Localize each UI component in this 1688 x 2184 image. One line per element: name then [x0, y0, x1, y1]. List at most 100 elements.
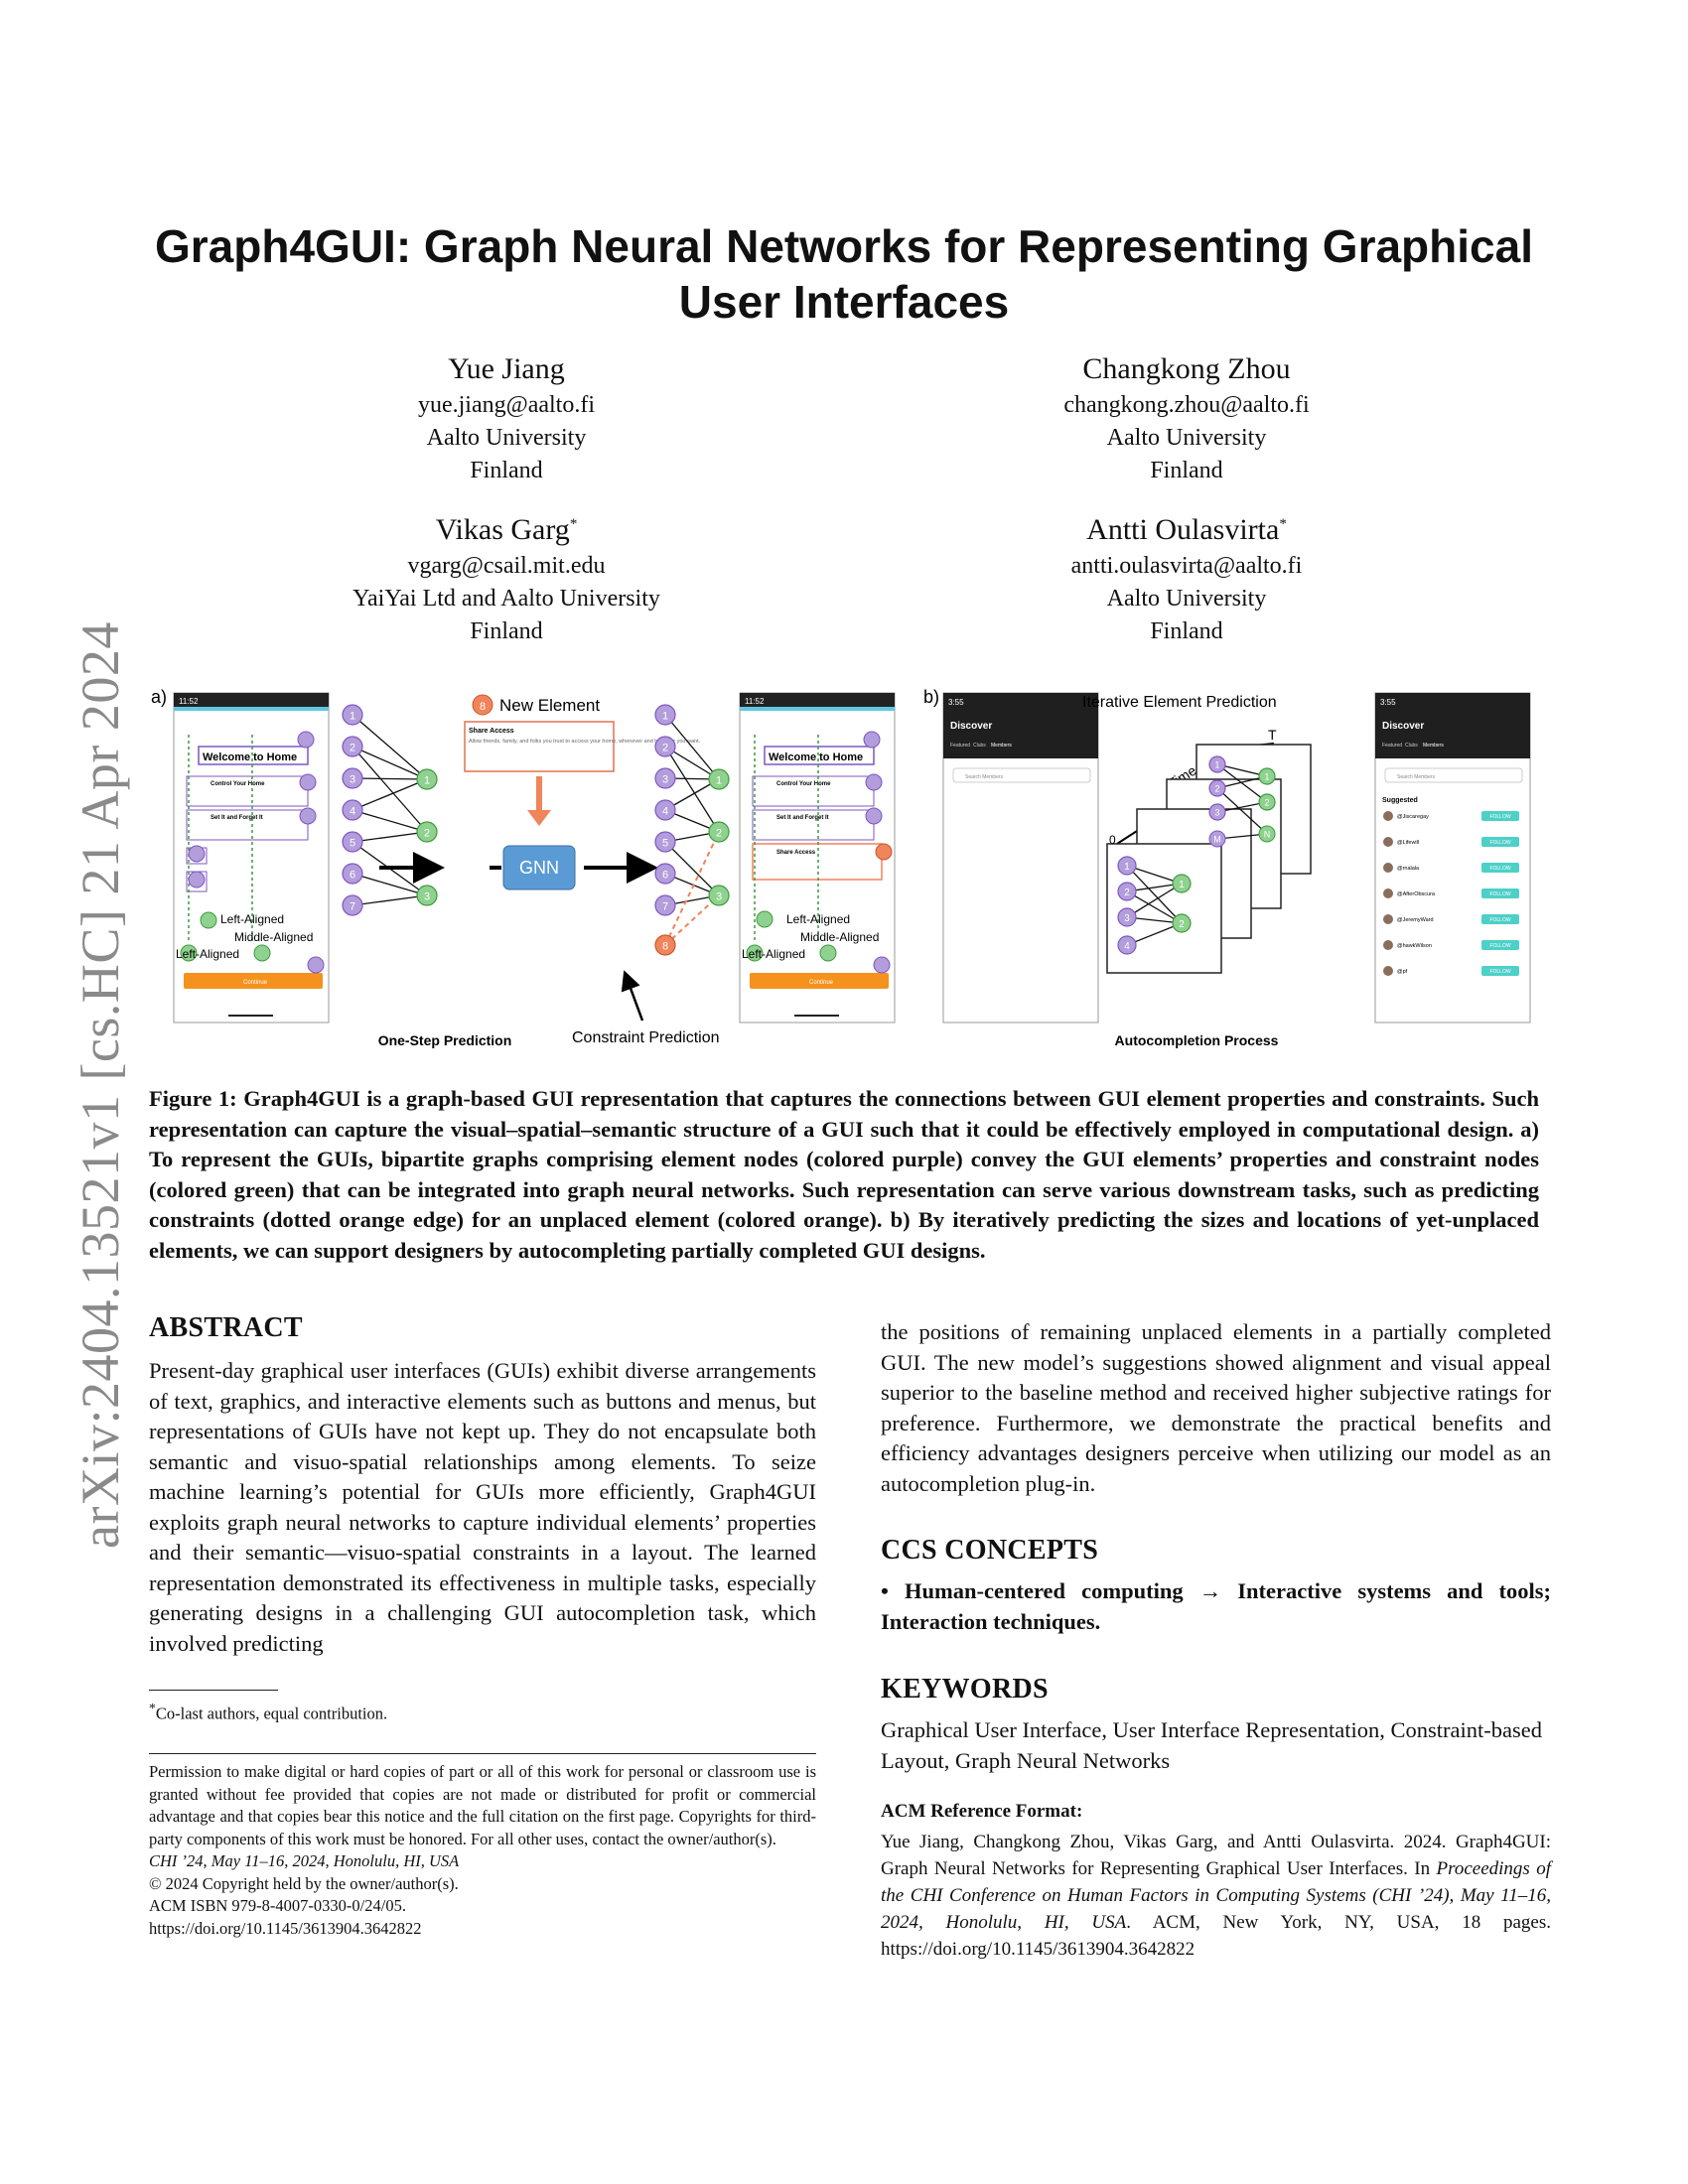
user-name: @Jiscaregay	[1397, 814, 1429, 820]
author-email: changkong.zhou@aalto.fi	[1063, 392, 1310, 418]
screen-title: Welcome to Home	[203, 751, 297, 763]
keywords-text: Graphical User Interface, User Interface…	[881, 1717, 1542, 1773]
ref-plain-1: Yue Jiang, Changkong Zhou, Vikas Garg, a…	[881, 1832, 1551, 1879]
item-1-label: Control Your Home	[211, 781, 265, 787]
constraint-node	[708, 885, 730, 906]
constraint-node	[708, 768, 730, 790]
tab-featured: Featured	[950, 743, 970, 749]
element-node	[654, 736, 676, 757]
status-time: 11:52	[745, 697, 765, 706]
keywords-heading: KEYWORDS	[881, 1674, 1049, 1705]
follow-label: FOLLOW	[1489, 943, 1510, 949]
author-email: yue.jiang@aalto.fi	[417, 392, 596, 418]
abstract-text-right: the positions of remaining unplaced elem…	[881, 1319, 1551, 1496]
status-time-b: 3:55	[948, 698, 964, 707]
graph-edge	[1126, 922, 1183, 946]
title-line-2: User Interfaces	[678, 276, 1010, 328]
user-name: @pf	[1397, 969, 1408, 975]
continue-button-label: Continue	[243, 980, 268, 986]
tab-featured: Featured	[1382, 743, 1402, 749]
figure-1: a) 11:52 Welcome to Home Control Your Ho…	[151, 687, 1531, 1048]
element-node	[1208, 803, 1226, 821]
phone-screen-b-left: 3:55 Discover Featured Clubs Members Sea…	[942, 692, 1099, 1024]
avatar	[1383, 940, 1393, 950]
constraint-arrow	[621, 970, 644, 1022]
element-node	[654, 704, 676, 726]
node-label: 1	[1265, 772, 1270, 782]
follow-label: FOLLOW	[1489, 969, 1510, 975]
left-aligned-label-4: Left-Aligned	[742, 947, 805, 961]
node-label: 2	[716, 828, 722, 840]
item-2-label: Set It and Forget It	[211, 815, 263, 821]
search-input: Search Members	[965, 774, 1004, 780]
graph-edge	[1216, 787, 1268, 835]
follow-label: FOLLOW	[1489, 866, 1510, 872]
ref-heading: ACM Reference Format:	[881, 1801, 1083, 1822]
tab-clubs: Clubs	[1405, 743, 1418, 749]
element-node	[342, 863, 363, 885]
node-label: 6	[350, 870, 355, 882]
node-label: 8	[662, 941, 668, 953]
author-country: Finland	[1150, 618, 1223, 644]
discover-title: Discover	[950, 721, 992, 732]
node-label: 3	[350, 774, 355, 786]
author-block: Vikas Garg* vgarg@csail.mit.edu YaiYai L…	[268, 504, 745, 648]
new-element-label: New Element	[499, 696, 600, 715]
author-name: Vikas Garg	[435, 513, 570, 546]
follow-button	[1481, 914, 1519, 924]
element-node	[1117, 907, 1137, 927]
graph-edge	[1126, 890, 1183, 924]
autocompletion-caption: Autocompletion Process	[1115, 1032, 1279, 1048]
node-label: 8	[480, 701, 486, 713]
graph-edge	[1216, 763, 1268, 803]
footnote: *Co-last authors, equal contribution.	[149, 1698, 816, 1725]
doi: https://doi.org/10.1145/3613904.3642822	[149, 1918, 422, 1938]
avatar	[1383, 888, 1393, 898]
status-time-b: 3:55	[1380, 698, 1396, 707]
gnn-label: GNN	[519, 858, 559, 878]
element-node	[1117, 882, 1137, 901]
constraint-node	[416, 768, 438, 790]
ref-italic: Proceedings of the CHI Conference on Hum…	[881, 1858, 1552, 1933]
phone-screen-left: 11:52 Welcome to Home Control Your Home …	[173, 692, 330, 1024]
copyright: © 2024 Copyright held by the owner/autho…	[149, 1873, 459, 1893]
author-country: Finland	[1150, 458, 1223, 483]
continue-button-label: Continue	[809, 980, 834, 986]
graph-edge	[352, 778, 428, 811]
node-label: 1	[716, 775, 722, 787]
panel-a-label: a)	[151, 687, 167, 707]
suggested-label: Suggested	[1382, 797, 1418, 804]
share-access-desc-text: Allow friends, family, and folks you tru…	[469, 739, 701, 745]
node-label: 1	[424, 775, 430, 787]
share-access-card	[464, 721, 615, 772]
node-label: 4	[1124, 941, 1130, 952]
phone-screen-right: 11:52 Welcome to Home Control Your Home …	[739, 692, 896, 1024]
node-label: 6	[662, 870, 668, 882]
t-label: T	[1268, 727, 1277, 743]
graph-edge	[352, 831, 428, 843]
left-aligned-label-2: Left-Aligned	[176, 947, 239, 961]
screen-title: Welcome to Home	[769, 751, 863, 763]
ref-plain-2: . ACM, New York, NY, USA, 18 pages. http…	[881, 1912, 1551, 1960]
graph-edge	[352, 714, 428, 780]
footnote-mark: *	[149, 1701, 156, 1715]
element-node	[342, 831, 363, 853]
new-element-node	[472, 694, 493, 716]
graph-edge	[352, 746, 428, 780]
graph-edge	[352, 873, 428, 896]
node-label: 1	[662, 711, 668, 723]
tab-clubs: Clubs	[973, 743, 986, 749]
node-label: 3	[662, 774, 668, 786]
node-label: M	[1213, 835, 1221, 845]
element-node	[654, 767, 676, 789]
node-label: 2	[1215, 784, 1220, 794]
tab-members: Members	[991, 743, 1012, 749]
constraint-node	[708, 821, 730, 843]
acm-reference: Yue Jiang, Changkong Zhou, Vikas Garg, a…	[881, 1829, 1551, 1963]
isbn: ACM ISBN 979-8-4007-0330-0/24/05.	[149, 1896, 406, 1915]
follow-button	[1481, 811, 1519, 821]
arxiv-identifier: arXiv:2404.13521v1 [cs.HC] 21 Apr 2024	[70, 621, 130, 1549]
user-name: @hawkWilson	[1397, 943, 1432, 949]
footnote-text: Co-last authors, equal contribution.	[155, 1704, 388, 1723]
follow-button	[1481, 966, 1519, 976]
